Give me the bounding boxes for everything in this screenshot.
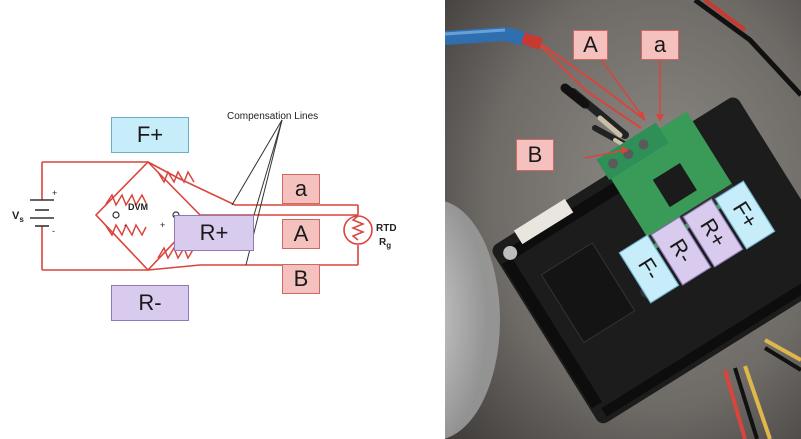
dvm-label: DVM (128, 202, 148, 212)
dvm-plus: + (160, 220, 165, 230)
tag-f-plus: F+ (111, 117, 189, 153)
dvm-minus: - (124, 220, 127, 230)
tag-r-minus: R- (111, 285, 189, 321)
rtd-resistance-label: Rg (379, 237, 391, 250)
tag-a-lower: a (282, 174, 320, 204)
photo-tag-b-upper: B (516, 139, 554, 171)
tag-r-plus: R+ (174, 215, 254, 251)
photo-pointers (584, 57, 661, 159)
compensation-lines-label: Compensation Lines (227, 111, 318, 122)
photo-tag-a-upper: A (573, 30, 608, 60)
tag-b-upper: B (282, 264, 320, 294)
battery-symbol (30, 199, 54, 227)
tag-a-upper: A (282, 219, 320, 249)
battery-minus: - (52, 226, 55, 236)
source-label: Vs (12, 210, 24, 224)
crimp-pins (560, 83, 638, 154)
dvm-terminal-left (112, 211, 120, 219)
rtd-element (343, 215, 373, 245)
photo-tag-a-lower: a (641, 30, 679, 60)
rtd-label: RTD (376, 223, 397, 234)
board-photo: A a B F+ R+ R- F- (445, 0, 801, 439)
glass-jar (445, 201, 500, 439)
bridge-resistors (105, 170, 195, 260)
blue-cable (445, 26, 537, 47)
battery-plus: + (52, 188, 57, 198)
